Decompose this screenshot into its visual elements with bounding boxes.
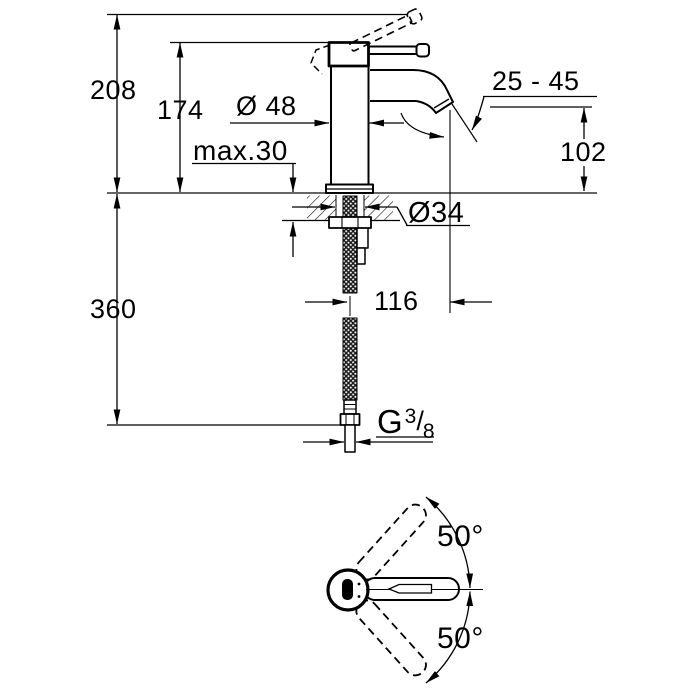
faucet-body <box>330 66 370 185</box>
angle-arc-upper <box>425 496 474 589</box>
lever-side <box>368 43 430 58</box>
angle-arc-lower <box>425 591 474 684</box>
lever-swung-up-dashed <box>355 503 427 581</box>
faucet-top-view <box>326 496 483 684</box>
thread-size-label: G3/8 <box>377 403 435 442</box>
pivot-dot-lower <box>357 595 361 598</box>
faucet-side-view <box>307 8 454 453</box>
supply-hose <box>339 195 369 453</box>
angle-50-lower-label: 50° <box>437 622 484 655</box>
thread-denominator: 8 <box>422 420 435 443</box>
aerator-face <box>433 98 450 109</box>
thread-g: G <box>377 403 403 440</box>
head-tilted-dashed <box>310 44 331 75</box>
angle-50-upper-label: 50° <box>437 520 484 553</box>
deck-section <box>307 195 393 220</box>
thread-slash: / <box>416 406 424 436</box>
dim-174-label: 174 <box>157 95 204 125</box>
lever-raised-dashed <box>349 8 423 52</box>
dim-208-label: 208 <box>90 75 137 105</box>
dim-max-30-label: max.30 <box>193 135 288 166</box>
cartridge-head <box>327 41 370 68</box>
spout <box>370 69 454 114</box>
dim-116-label: 116 <box>374 286 419 316</box>
lever-slot <box>342 579 353 600</box>
dim-102-label: 102 <box>557 139 610 166</box>
dim-diameter-48-label: Ø 48 <box>236 91 297 121</box>
mounting-nut <box>328 216 372 229</box>
lever-swung-down-dashed <box>355 599 427 677</box>
dim-25-45-label: 25 - 45 <box>492 66 580 96</box>
dim-360-label: 360 <box>90 294 137 324</box>
dim-diameter-34-label: Ø34 <box>408 197 465 229</box>
base-flange <box>325 183 374 194</box>
pivot-dot-upper <box>357 582 361 586</box>
lever-inlay <box>387 583 433 594</box>
thread-numerator: 3 <box>404 405 417 428</box>
